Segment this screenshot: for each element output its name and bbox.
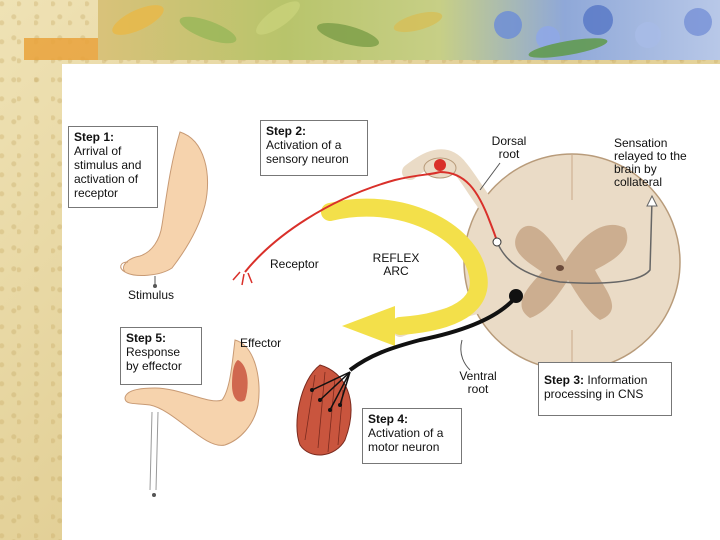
reflex-arc-label: REFLEX ARC: [372, 251, 420, 278]
step4-title: Step 4:: [368, 412, 409, 426]
step4-text: Activation of a motor neuron: [368, 426, 444, 454]
stimulus-label: Stimulus: [128, 288, 175, 302]
muscle-bundle-icon: [296, 364, 352, 456]
step3-title: Step 3:: [544, 373, 585, 387]
dorsal-root-label: Dorsal root: [491, 134, 527, 161]
collateral-icon: [492, 194, 658, 284]
step1-box: Step 1: Arrival of stimulus and activati…: [68, 126, 158, 208]
reflex-arrow-icon: [321, 198, 488, 346]
step1-text: Arrival of stimulus and activation of re…: [74, 144, 142, 200]
step3-text: Information processing in CNS: [544, 373, 648, 401]
motor-neuron-icon: [348, 289, 523, 372]
step4-box: Step 4: Activation of a motor neuron: [362, 408, 462, 464]
step5-text: Response by effector: [126, 345, 182, 373]
step5-box: Step 5: Response by effector: [120, 327, 202, 385]
step3-box: Step 3: Information processing in CNS: [538, 362, 672, 416]
effector-label: Effector: [240, 336, 282, 350]
arm-effector-icon: [124, 339, 260, 497]
spinal-cord-icon: [393, 149, 681, 371]
ventral-root-label: Ventral root: [459, 369, 497, 396]
step2-box: Step 2: Activation of a sensory neuron: [260, 120, 368, 176]
arm-stimulus-icon: [120, 131, 208, 288]
floral-banner: [98, 0, 720, 60]
step1-title: Step 1:: [74, 130, 115, 144]
sensation-label: Sensation relayed to the brain by collat…: [614, 136, 687, 189]
step2-text: Activation of a sensory neuron: [266, 138, 349, 166]
step5-title: Step 5:: [126, 331, 167, 345]
step2-title: Step 2:: [266, 124, 307, 138]
receptor-label: Receptor: [270, 257, 319, 271]
